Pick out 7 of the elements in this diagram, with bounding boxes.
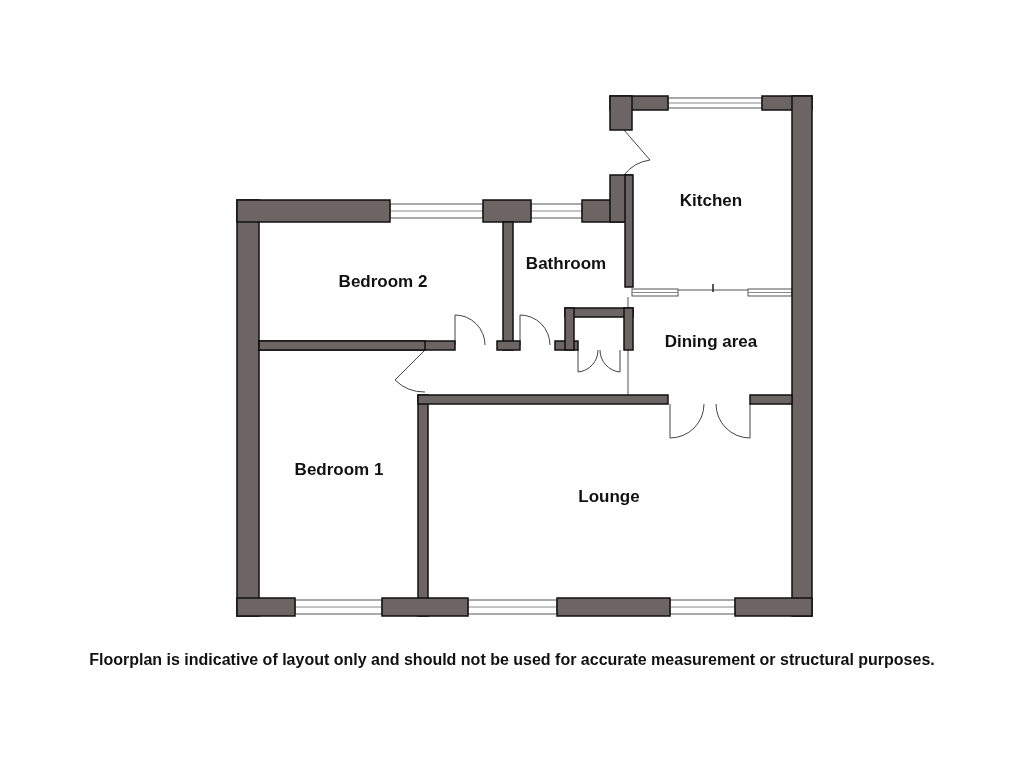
- room-label: Bathroom: [525, 254, 607, 274]
- room-label: Bedroom 1: [294, 460, 384, 480]
- disclaimer-caption: Floorplan is indicative of layout only and should not be used for accurate measurement or structural purposes.: [89, 651, 935, 668]
- room-label: Dining area: [664, 332, 758, 352]
- room-label: Bedroom 2: [338, 272, 428, 292]
- room-label: Lounge: [578, 487, 640, 507]
- room-label: Kitchen: [679, 191, 743, 211]
